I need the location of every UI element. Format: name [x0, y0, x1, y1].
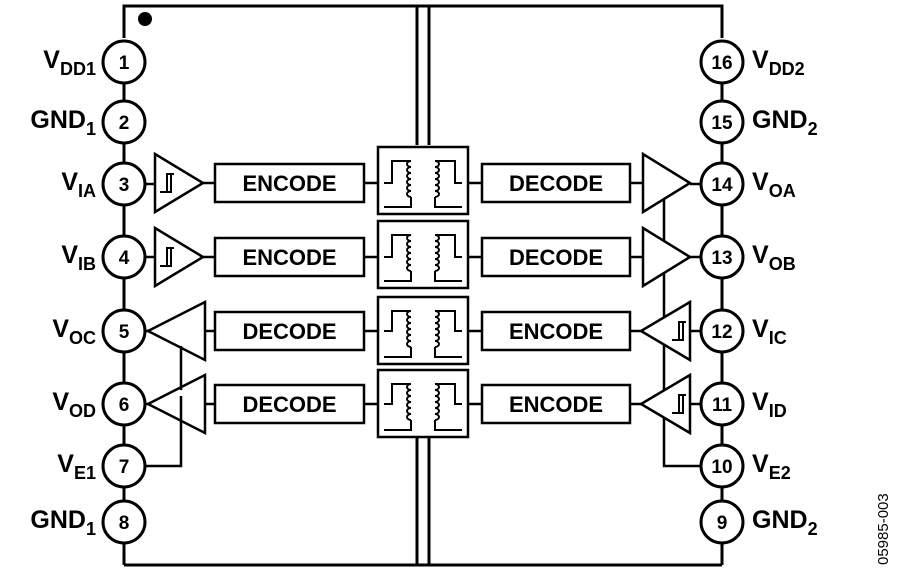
pin-number: 6 [119, 395, 130, 416]
decode-block-a [480, 162, 632, 204]
pin-label-vdd2: VDD2 [752, 46, 805, 79]
output-buffer-a [641, 151, 693, 215]
left-pin-numbers: 1 2 3 4 5 6 7 8 [119, 53, 130, 534]
transformer-d [376, 368, 470, 439]
right-pin-numbers: 16 15 14 13 12 11 10 9 [711, 53, 733, 534]
block-label: DECODE [509, 171, 603, 196]
block-label: DECODE [242, 392, 336, 417]
document-code: 05985-003 [875, 493, 892, 565]
pin-number: 11 [712, 395, 733, 416]
block-label: ENCODE [509, 392, 603, 417]
right-blocks [480, 162, 632, 425]
pin-label-gnd1-bottom: GND1 [30, 506, 96, 539]
decode-block-d [213, 383, 366, 425]
block-label: DECODE [242, 319, 336, 344]
transformer-a [376, 145, 470, 216]
output-buffer-c [145, 299, 207, 363]
right-buffers [638, 151, 693, 436]
schmitt-trigger-icon [676, 395, 684, 414]
pin-number: 15 [711, 113, 733, 134]
pin-number: 9 [717, 513, 728, 534]
schmitt-trigger-icons-left [160, 173, 174, 267]
schmitt-trigger-icon [164, 248, 172, 267]
pin-number: 14 [711, 175, 733, 196]
left-blocks [213, 162, 366, 425]
pin-number: 7 [119, 457, 130, 478]
pin-label-vid: VID [752, 388, 787, 421]
pin-label-ve2: VE2 [752, 450, 791, 483]
pin-number: 13 [711, 248, 732, 269]
schmitt-trigger-icons-right [672, 321, 686, 414]
pin-label-voa: VOA [752, 168, 796, 201]
pin-number: 12 [711, 322, 732, 343]
decode-block-c [213, 310, 366, 352]
right-connectors [468, 181, 701, 406]
left-pin-labels: VDD1 GND1 VIA VIB VOC VOD VE1 GND1 [30, 46, 96, 539]
pin-label-gnd1: GND1 [30, 106, 96, 139]
input-buffer-c [638, 299, 692, 363]
block-label: ENCODE [242, 171, 336, 196]
pin-1 [101, 39, 147, 85]
pin-number: 10 [711, 457, 732, 478]
pin-number: 5 [119, 322, 130, 343]
encode-block-a [213, 162, 366, 204]
package-outline [122, 4, 724, 567]
input-buffer-d [638, 372, 692, 436]
left-connectors [145, 181, 378, 406]
left-enable-wiring [145, 346, 183, 468]
pin-number: 3 [119, 175, 130, 196]
output-buffer-d [145, 372, 207, 436]
pin-number: 4 [119, 248, 130, 269]
output-buffer-b [641, 225, 693, 289]
pin-8 [101, 499, 147, 545]
encode-block-b [213, 236, 366, 278]
pin-label-vod: VOD [52, 388, 96, 421]
block-label: ENCODE [242, 245, 336, 270]
pin-number: 8 [119, 513, 130, 534]
transformers [376, 145, 470, 439]
pin-label-via: VIA [61, 168, 96, 201]
right-pin-labels: VDD2 GND2 VOA VOB VIC VID VE2 GND2 [752, 46, 818, 539]
pin-16 [699, 39, 745, 85]
right-pins [699, 39, 745, 545]
block-label: DECODE [509, 245, 603, 270]
encode-block-c [480, 310, 632, 352]
pin-2 [101, 99, 147, 145]
pin-9 [699, 499, 745, 545]
pin-label-vib: VIB [61, 241, 96, 274]
right-enable-wiring [662, 200, 701, 468]
pin-label-vob: VOB [752, 241, 796, 274]
transformer-b [376, 219, 470, 290]
block-label: ENCODE [509, 319, 603, 344]
transformer-c [376, 295, 470, 366]
input-buffer-b [153, 225, 206, 289]
pin-number: 1 [119, 53, 130, 74]
pin-label-voc: VOC [52, 315, 96, 348]
schmitt-trigger-icon [676, 322, 684, 341]
pin-number: 16 [711, 53, 732, 74]
left-pins [101, 39, 147, 545]
encode-block-d [480, 383, 632, 425]
schmitt-trigger-icon [164, 174, 172, 193]
pin-label-gnd2: GND2 [752, 106, 818, 139]
pin-15 [699, 99, 745, 145]
left-buffers [145, 151, 207, 436]
pin1-indicator-dot [138, 12, 152, 26]
pin-number: 2 [119, 113, 130, 134]
left-block-labels: ENCODE ENCODE DECODE DECODE [242, 171, 336, 417]
pin-label-vdd1: VDD1 [43, 46, 96, 79]
pin-label-ve1: VE1 [57, 450, 96, 483]
input-buffer-a [153, 151, 206, 215]
decode-block-b [480, 236, 632, 278]
pin-label-vic: VIC [752, 315, 787, 348]
right-block-labels: DECODE DECODE ENCODE ENCODE [509, 171, 603, 417]
isolation-barrier [415, 6, 431, 565]
pin-label-gnd2-bottom: GND2 [752, 506, 818, 539]
